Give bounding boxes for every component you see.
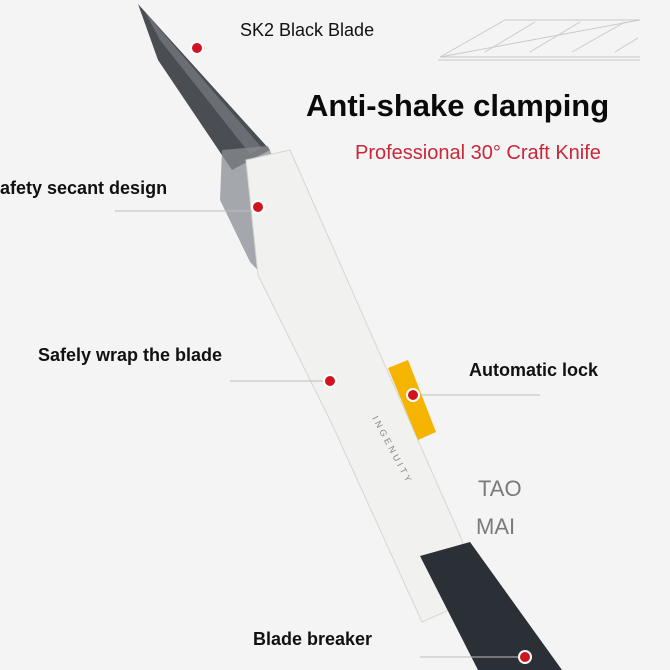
callout-dots [190, 41, 532, 664]
callout-automatic-lock: Automatic lock [469, 360, 599, 380]
callout-sk2-blade: SK2 Black Blade [240, 20, 375, 40]
callout-wrap-blade: Safely wrap the blade [38, 345, 223, 365]
dot-blade-breaker [518, 650, 532, 664]
blade-segments-diagram [438, 19, 641, 61]
dot-automatic-lock [406, 388, 420, 402]
headline-subtitle: Professional 30° Craft Knife [355, 142, 601, 164]
watermark-line-2: MAI [476, 514, 516, 539]
knife-body [245, 149, 473, 623]
watermark-line-1: TAO [478, 476, 522, 501]
callout-secant-design: afety secant design [0, 178, 168, 198]
leader-lines [115, 47, 540, 658]
knife-grip [420, 542, 562, 670]
headline-title: Anti-shake clamping [306, 88, 610, 123]
dot-wrap-blade [323, 374, 337, 388]
blade-shine [145, 12, 262, 154]
dot-secant-design [251, 200, 265, 214]
callout-blade-breaker: Blade breaker [253, 629, 373, 649]
dot-sk2-blade [190, 41, 204, 55]
